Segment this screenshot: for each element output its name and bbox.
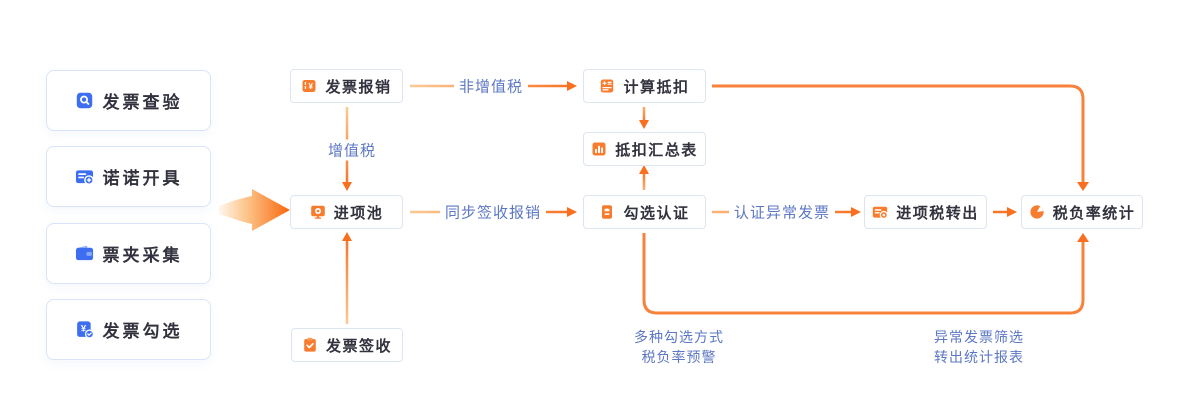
arrowhead: [639, 165, 649, 174]
note-certify: 多种勾选方式 税负率预警: [634, 327, 724, 367]
node-invoice-sign: 发票签收: [291, 328, 403, 362]
node-invoice-reimburse: ¥ 发票报销: [290, 69, 403, 103]
card-label: 票夹采集: [102, 246, 183, 265]
node-label: 进项税转出: [896, 204, 979, 222]
note-line: 多种勾选方式: [634, 329, 724, 345]
invoice-issue-icon: [75, 170, 94, 185]
note-line: 异常发票筛选: [934, 329, 1024, 345]
certificate-icon: [602, 205, 613, 219]
bar-chart-icon: [592, 142, 606, 156]
arrowhead: [342, 232, 352, 241]
node-tax-rate-stats: 税负率统计: [1021, 195, 1143, 229]
node-input-tax-transfer: 进项税转出: [864, 195, 987, 229]
calculator-icon: [601, 79, 614, 93]
node-label: 发票报销: [325, 78, 392, 96]
big-feed-arrow: [219, 189, 290, 231]
node-calc-deduction: 计算抵扣: [583, 69, 706, 103]
edge-label-vat: 增值税: [322, 139, 382, 161]
arrowhead: [567, 207, 577, 217]
pie-chart-icon: [1030, 205, 1044, 219]
node-label: 计算抵扣: [623, 78, 690, 96]
node-label: 发票签收: [325, 337, 392, 355]
arrowhead: [851, 207, 861, 217]
arrowhead: [567, 81, 577, 91]
card-label: 发票勾选: [102, 322, 183, 341]
note-line: 税负率预警: [641, 349, 717, 365]
card-invoice-select: ¥ 发票勾选: [46, 299, 211, 360]
card-nuonuo-issue: 诺诺开具: [46, 146, 211, 207]
note-transfer: 异常发票筛选 转出统计报表: [934, 327, 1024, 367]
clipboard-check-icon: [304, 337, 316, 352]
svg-text:¥: ¥: [80, 324, 86, 335]
arrowhead: [1077, 233, 1089, 242]
arrowhead: [1077, 182, 1089, 191]
arrowhead: [639, 120, 649, 129]
node-label: 进项池: [333, 204, 384, 222]
edge-certify-taxstat-route: [642, 233, 1085, 315]
edge-calc-taxstat-route: [712, 84, 1085, 183]
note-line: 转出统计报表: [934, 349, 1024, 365]
wallet-collect-icon: [75, 245, 93, 261]
edge-label-non-vat: 非增值税: [453, 75, 529, 97]
edge-label-sync: 同步签收报销: [439, 201, 547, 223]
node-label: 勾选认证: [623, 204, 690, 222]
card-wallet-collect: 票夹采集: [46, 223, 211, 284]
invoice-select-icon: ¥: [76, 321, 94, 339]
card-invoice-verify: 发票查验: [46, 70, 211, 131]
card-label: 诺诺开具: [102, 169, 183, 188]
node-input-pool: 进项池: [290, 195, 403, 229]
node-label: 抵扣汇总表: [615, 141, 698, 159]
invoice-transfer-icon: [873, 206, 889, 220]
node-deduction-summary: 抵扣汇总表: [583, 132, 706, 166]
node-certify: 勾选认证: [583, 195, 706, 229]
card-label: 发票查验: [102, 93, 183, 112]
arrowhead: [1007, 207, 1017, 217]
monitor-gear-icon: [310, 205, 325, 219]
edge-label-abnormal: 认证异常发票: [728, 201, 836, 223]
invoice-search-icon: [76, 92, 92, 109]
svg-text:¥: ¥: [309, 82, 314, 91]
reimburse-ledger-icon: ¥: [302, 80, 316, 92]
node-label: 税负率统计: [1052, 204, 1136, 222]
arrowhead: [342, 182, 352, 191]
